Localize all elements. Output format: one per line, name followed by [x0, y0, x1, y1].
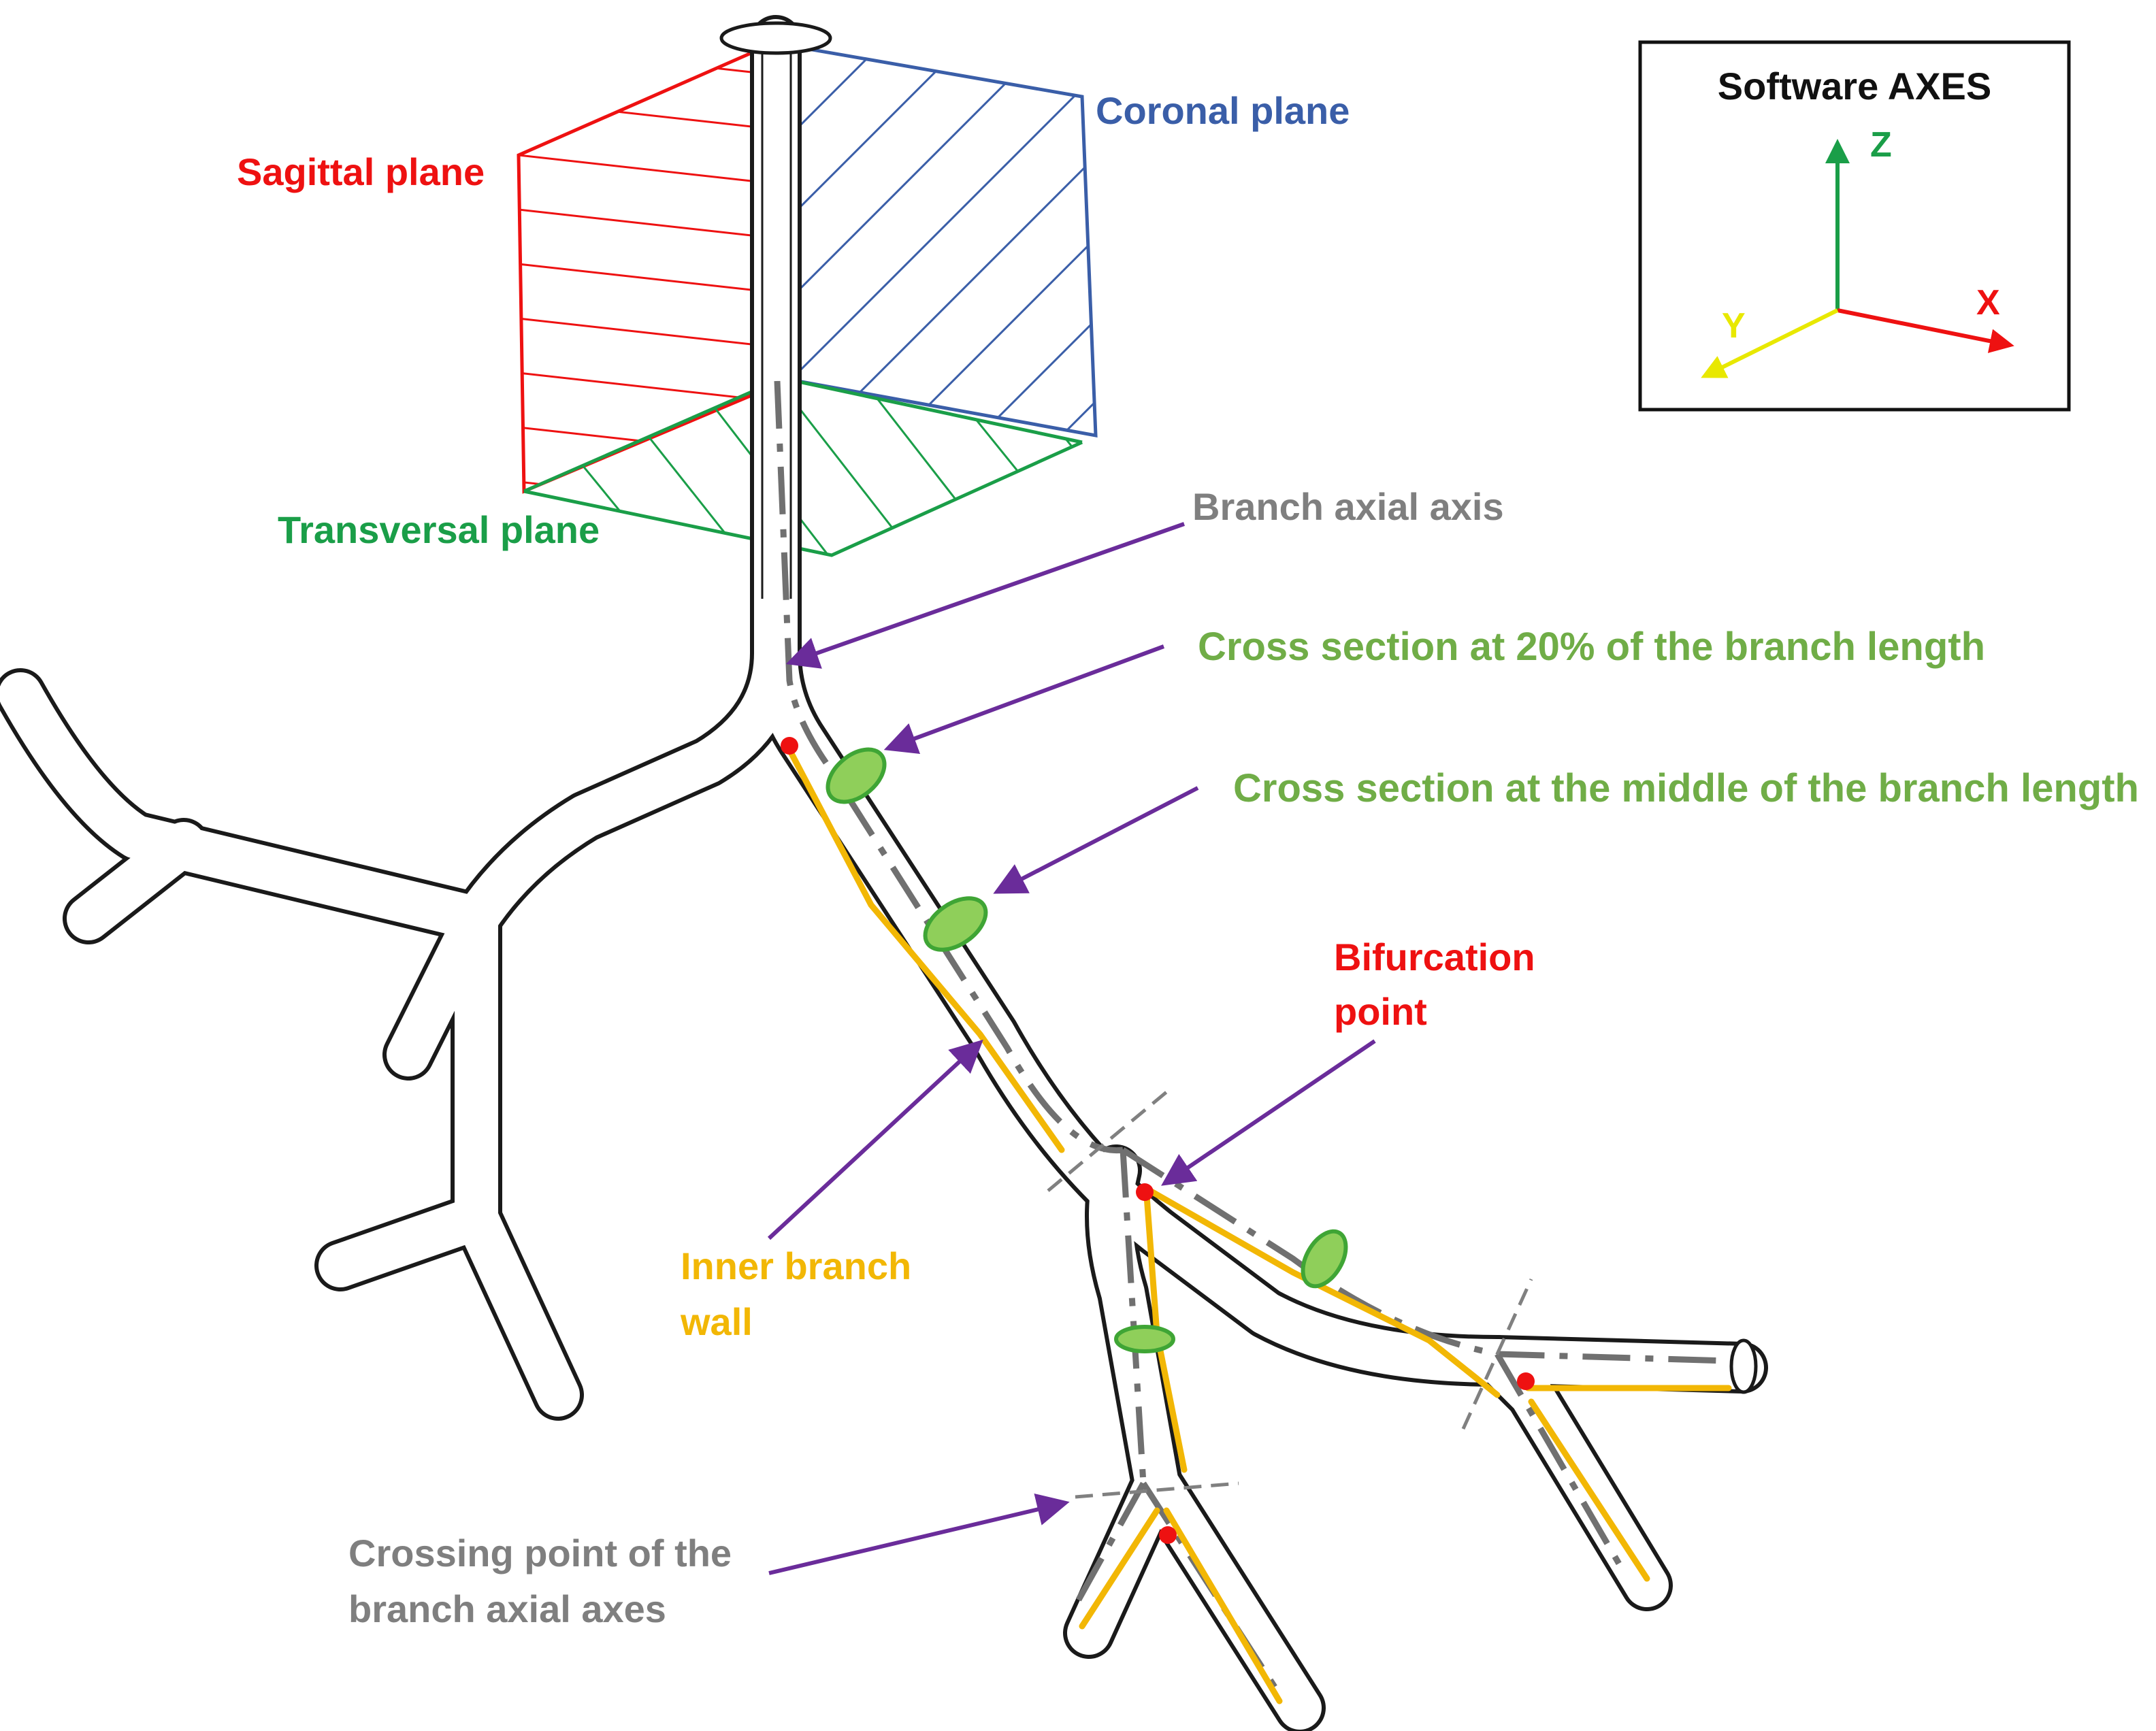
axes-box-title: Software AXES: [1718, 65, 1991, 108]
cross-section-20pct: [826, 747, 887, 804]
transversal-plane: [523, 376, 1083, 557]
cross-section-branch-right: [1301, 1229, 1348, 1289]
cross-section-mid: [923, 896, 988, 952]
inner-wall-label-line2: wall: [680, 1300, 753, 1343]
z-axis-label: Z: [1870, 125, 1892, 165]
branch-axial-axis-label: Branch axial axis: [1192, 485, 1504, 528]
bifurcation-label-line1: Bifurcation: [1334, 936, 1535, 978]
cross-section-mid-label: Cross section at the middle of the branc…: [1233, 766, 2139, 810]
x-axis-arrow: [1837, 308, 2014, 353]
sagittal-plane: [517, 39, 778, 494]
crossing-label-line1: Crossing point of the: [348, 1532, 732, 1575]
crossing-markers: [1047, 1087, 1533, 1499]
sagittal-plane-label: Sagittal plane: [237, 150, 485, 193]
cross-section-branch-down: [1114, 1325, 1175, 1353]
cross-sections: [826, 747, 1348, 1353]
annotation-arrows: [767, 522, 1376, 1575]
inner-branch-walls: [785, 744, 1732, 1704]
coronal-plane-label: Coronal plane: [1096, 89, 1350, 132]
x-axis-label: X: [1976, 283, 2000, 323]
bifurcation-points: [781, 737, 1535, 1544]
y-axis-arrow: [1701, 308, 1839, 378]
airway-tubes: [0, 15, 1768, 1731]
transversal-plane-label: Transversal plane: [278, 508, 600, 551]
inner-wall-label-line1: Inner branch: [681, 1244, 911, 1287]
software-axes-box: [1638, 40, 2071, 412]
y-axis-label: Y: [1722, 306, 1746, 346]
cross-section-20-label: Cross section at 20% of the branch lengt…: [1198, 625, 1985, 669]
bifurcation-label-line2: point: [1334, 990, 1427, 1033]
crossing-label-line2: branch axial axes: [348, 1587, 666, 1630]
